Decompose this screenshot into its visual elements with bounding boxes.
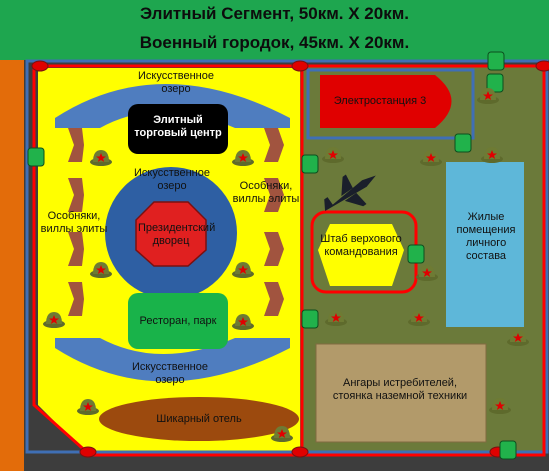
power-plant [320,75,452,128]
palace-building [135,201,207,267]
header-title-elite: Элитный Сегмент, 50км. X 20км. [139,4,410,23]
green-drums [27,51,517,460]
hangars-label: Ангары истребителей, стоянка наземной те… [332,377,468,402]
soldier-icon [325,310,347,326]
hotel-label: Шикарный отель [156,413,242,425]
palace-label: Президентский дворец [138,222,216,247]
red-wall [32,64,546,457]
power-plant-label: Электростанция 3 [333,95,427,107]
lake-bottom-label: Искусственное озеро [132,361,208,386]
jet-icon [324,174,376,212]
villas-right-label: Особняки, виллы элиты [232,180,300,205]
soldier-icon [271,426,293,442]
lake-top-label: Искусственное озеро [138,70,214,95]
mall-label: Элитный торговый центр [134,114,222,139]
soldier-icon [477,88,499,104]
outer-border [25,59,549,454]
villas-left-label: Особняки, виллы элиты [40,210,108,235]
barracks [446,162,524,327]
soldier-icon [232,314,254,330]
soldier-icon [408,310,430,326]
restaurant-label: Ресторан, парк [139,315,217,327]
soldier-icon [43,312,65,328]
wall-posts [31,60,549,458]
soldier-icon [90,150,112,166]
soldier-icon [416,265,438,281]
soldier-icon [232,150,254,166]
soldier-icon [90,262,112,278]
mall-building [128,104,228,154]
soldier-icon [322,147,344,163]
left-strip [0,60,24,471]
soldier-icon [232,262,254,278]
hq-building [318,224,404,286]
lake-bottom [55,338,290,382]
power-plant-fence [306,68,475,140]
restaurant-park [128,293,228,349]
soldier-icon [507,330,529,346]
hotel-building [99,397,299,441]
soldier-icon [481,147,503,163]
header-band [0,0,549,60]
soldier-icon [489,398,511,414]
header-title-military: Военный городок, 45км. X 20км. [139,33,410,52]
soldier-icon [420,150,442,166]
hq-label: Штаб верхового командования [320,233,402,258]
lake-mid-label: Искусственное озеро [134,167,210,192]
villas-right [264,128,284,316]
villas-left [68,128,84,316]
hangars [315,343,487,443]
soldier-icon [77,399,99,415]
barracks-label: Жилые помещения личного состава [456,211,516,262]
